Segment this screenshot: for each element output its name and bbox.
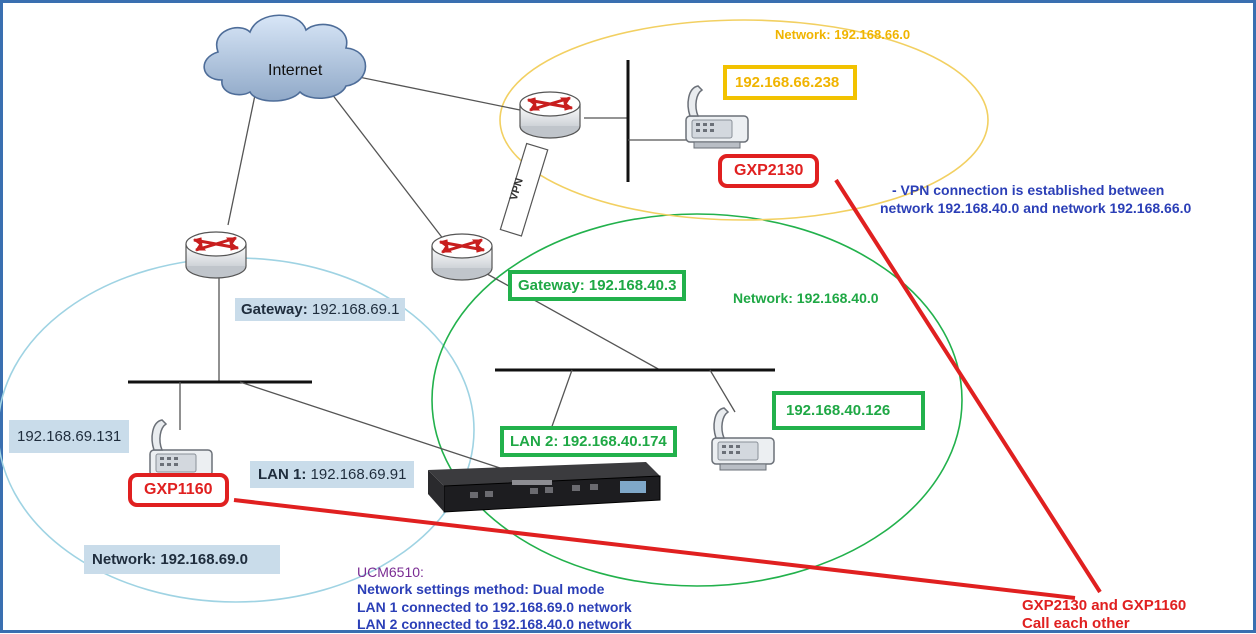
internet-label: Internet [268,62,323,79]
phone-icon-network40 [711,407,775,471]
vpn-note: - VPN connection is established between … [880,182,1191,217]
call-note-line1: GXP2130 and GXP1160 [1022,597,1187,614]
network-66-zone [499,19,989,221]
phone-ip-40: 192.168.40.126 [772,391,925,430]
vpn-note-line1: - VPN connection is established between [892,182,1165,198]
call-lines [233,178,1102,600]
network-69-label: Network: 192.168.69.0 [84,545,280,574]
network-40-label: Network: 192.168.40.0 [733,290,879,306]
call-note: GXP2130 and GXP1160 Call each other [1022,597,1186,633]
internet-cloud-icon [203,14,367,102]
ucm-notes: UCM6510: Network settings method: Dual m… [357,565,632,634]
vpn-tunnel [499,142,549,237]
lan1-value: 192.168.69.91 [306,466,407,483]
router-icon-left [184,230,248,280]
ucm-line2: LAN 1 connected to 192.168.69.0 network [357,598,632,615]
gxp2130-label: GXP2130 [718,154,820,188]
gateway-69-key: Gateway: [241,301,308,318]
network-66-label: Network: 192.168.66.0 [775,27,911,42]
gateway-40-label: Gateway: 192.168.40.3 [508,270,687,301]
gxp1160-label: GXP1160 [128,473,229,507]
router-icon-top [518,90,582,140]
router-icon-middle [430,232,494,282]
network-40-zone [431,213,963,587]
phone-ip-66: 192.168.66.238 [723,65,857,100]
lan1-key: LAN 1: [258,466,307,483]
vpn-note-line2: network 192.168.40.0 and network 192.168… [880,199,1192,216]
ucm-device-icon [428,462,661,513]
ucm-line3: LAN 2 connected to 192.168.40.0 network [357,616,632,632]
lan2-label: LAN 2: 192.168.40.174 [500,426,677,457]
gateway-69-value: 192.168.69.1 [307,301,400,318]
ucm-line1: Network settings method: Dual mode [357,581,605,597]
gateway-69-label: Gateway: 192.168.69.1 [235,298,406,321]
lan1-label: LAN 1: 192.168.69.91 [250,461,415,488]
ucm-title: UCM6510: [357,564,424,580]
phone-ip-69: 192.168.69.131 [9,420,130,453]
call-note-line2: Call each other [1022,615,1130,632]
